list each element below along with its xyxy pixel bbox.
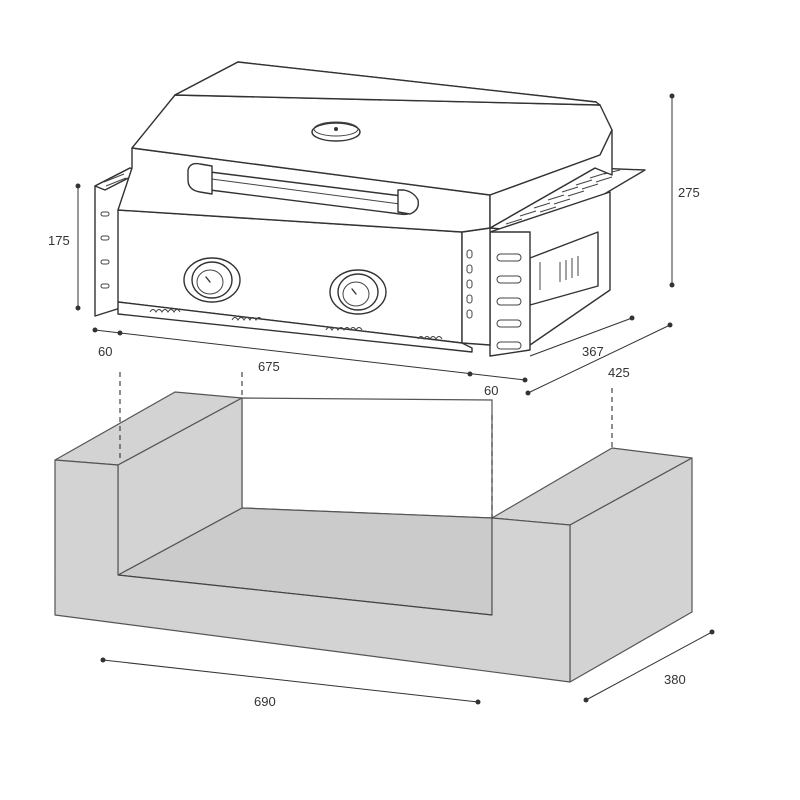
lid-vent-icon: [311, 122, 361, 142]
label-cutout-depth: 380: [664, 672, 686, 687]
right-front-flange: [489, 231, 531, 357]
dimension-grill-height: [669, 93, 675, 288]
label-side-flange-right: 60: [484, 383, 498, 398]
cabinet-cutout: [54, 391, 693, 683]
built-in-grill: [94, 61, 646, 357]
label-side-flange-left: 60: [98, 344, 112, 359]
dimension-grill-depth: [529, 315, 635, 357]
right-control-knob: [329, 269, 387, 315]
dimension-grill-width: [92, 327, 528, 383]
label-cutout-width: 690: [254, 694, 276, 709]
dimension-panel-height: [75, 183, 81, 311]
label-grill-height: 275: [678, 185, 700, 200]
drip-tray: [117, 301, 473, 353]
label-grill-depth: 367: [582, 344, 604, 359]
left-control-knob: [183, 257, 241, 303]
label-grill-width: 675: [258, 359, 280, 374]
alignment-guides: [119, 372, 613, 518]
lid-handle: [187, 162, 420, 216]
dimension-overall-depth: [525, 322, 673, 396]
label-overall-depth: 425: [608, 365, 630, 380]
dimension-cutout-width: [100, 657, 481, 705]
label-panel-height: 175: [48, 233, 70, 248]
dimension-cutout-depth: [583, 629, 715, 703]
